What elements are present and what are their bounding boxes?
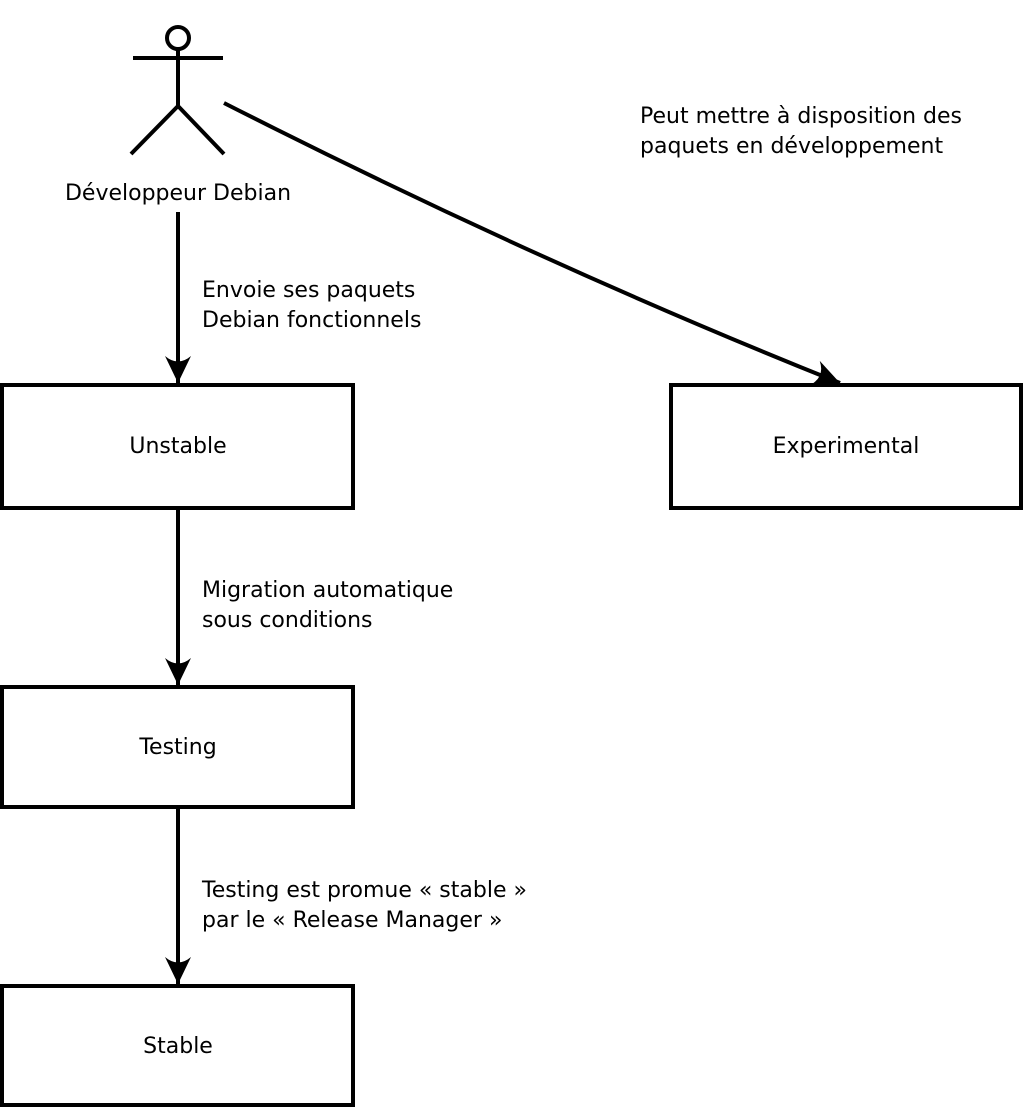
annotation-upload-line1: Envoie ses paquets	[202, 278, 415, 303]
annotation-promotion-line2: par le « Release Manager »	[202, 908, 502, 933]
arrow-developer-to-experimental	[223, 101, 841, 386]
actor-head-icon	[165, 25, 191, 51]
node-unstable: Unstable	[0, 383, 355, 510]
annotation-experimental-line1: Peut mettre à disposition des	[640, 104, 962, 129]
node-unstable-rect	[0, 383, 355, 510]
node-unstable-label: Unstable	[129, 434, 226, 459]
annotation-experimental-line2: paquets en développement	[640, 134, 943, 159]
annotation-promotion-line1: Testing est promue « stable »	[201, 878, 527, 903]
node-testing-label: Testing	[138, 735, 216, 760]
actor-legs-line	[129, 104, 226, 156]
actor-developer-icon	[129, 25, 226, 156]
node-experimental-rect	[669, 383, 1023, 510]
node-testing: Testing	[0, 685, 355, 809]
node-stable-label: Stable	[143, 1034, 213, 1059]
node-stable-rect	[0, 984, 355, 1107]
node-experimental-label: Experimental	[773, 434, 920, 459]
node-stable: Stable	[0, 984, 355, 1107]
annotation-upload-line2: Debian fonctionnels	[202, 308, 421, 333]
annotation-migration-line1: Migration automatique	[202, 578, 453, 603]
actor-label: Développeur Debian	[65, 181, 291, 206]
node-experimental: Experimental	[669, 383, 1023, 510]
node-testing-rect	[0, 685, 355, 809]
annotation-migration-line2: sous conditions	[202, 608, 373, 633]
